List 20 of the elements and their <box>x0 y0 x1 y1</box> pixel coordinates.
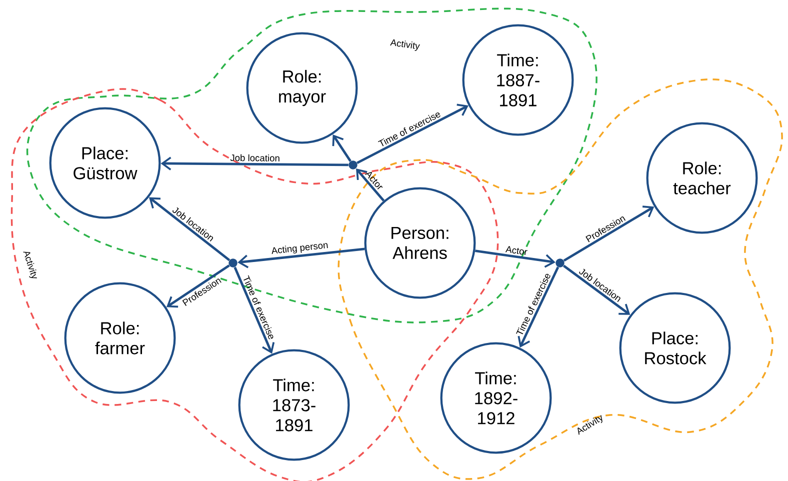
junction-dot <box>228 258 238 268</box>
arrow <box>562 264 630 315</box>
arrow <box>238 248 365 268</box>
arrow <box>332 134 352 162</box>
arrow <box>160 156 348 170</box>
arrow <box>563 206 654 262</box>
arrow <box>356 168 385 202</box>
region-label: Activity <box>390 39 420 51</box>
junction-dot <box>556 258 564 268</box>
arrow <box>148 197 230 262</box>
arrow <box>356 104 468 164</box>
edge-label: Actor <box>505 246 528 255</box>
arrow <box>234 266 275 354</box>
arrow <box>475 250 556 268</box>
region-label: Activity <box>23 252 37 278</box>
edge-label: Acting person <box>272 243 328 254</box>
arrow <box>518 266 560 348</box>
arrow <box>166 264 230 308</box>
junction-dot <box>348 160 358 170</box>
edge-label: Job location <box>230 154 280 162</box>
